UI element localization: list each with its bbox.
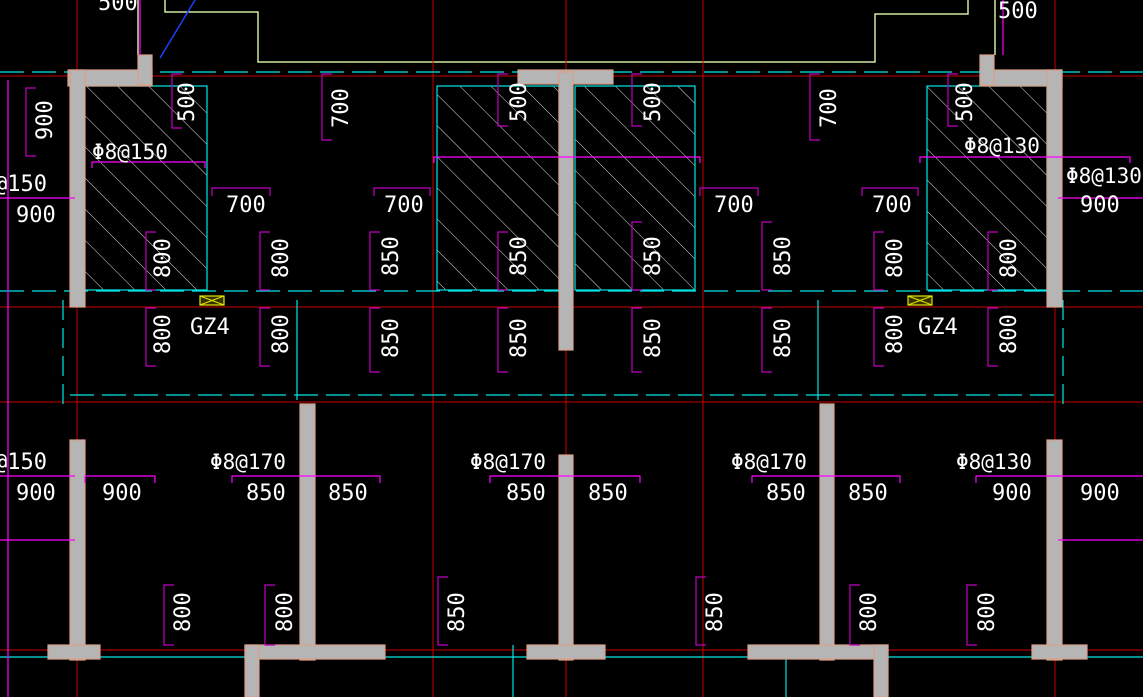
rebar-label: Φ8@130: [956, 450, 1032, 474]
v-dim: 500: [641, 82, 666, 122]
v-dim: 500: [175, 82, 200, 122]
v-dim: 800: [997, 314, 1022, 354]
v-dim: 850: [641, 318, 666, 358]
v-dim: 850: [379, 236, 404, 276]
v-dim-brackets: [25, 73, 998, 646]
v-dim: 700: [329, 88, 354, 128]
rebar-label: Φ8@170: [731, 450, 807, 474]
v-dim: 850: [445, 592, 470, 632]
v-dim: 800: [151, 238, 176, 278]
left-label-e: 900: [16, 481, 56, 506]
rebar-labels: Φ8@150 Φ8@130 Φ8@130 Φ8@170 Φ8@170 Φ8@17…: [92, 134, 1142, 474]
h-dim: 850: [246, 481, 286, 506]
v-dim-texts: 500 700 500 500 700 500 900 800 800 850 …: [33, 82, 1022, 632]
v-dim: 850: [703, 592, 728, 632]
v-dim: 850: [507, 318, 532, 358]
v-dim: 800: [975, 592, 1000, 632]
h-dim: 700: [872, 193, 912, 218]
v-dim: 500: [507, 82, 532, 122]
column-label-left: GZ4: [190, 315, 230, 340]
h-dim: 900: [1080, 481, 1120, 506]
h-dim: 850: [848, 481, 888, 506]
v-dim: 800: [269, 238, 294, 278]
top-label-right: 500: [998, 0, 1038, 24]
h-dim: 850: [328, 481, 368, 506]
v-dim: 850: [771, 236, 796, 276]
h-dim: 850: [506, 481, 546, 506]
h-dim: 900: [992, 481, 1032, 506]
h-dim-texts: 900 700 700 700 700 900 850 850 850 850 …: [102, 193, 1120, 506]
v-dim: 900: [33, 100, 58, 140]
h-dim: 900: [1080, 193, 1120, 218]
v-dim: 800: [273, 592, 298, 632]
v-dim: 800: [883, 314, 908, 354]
column-right[interactable]: GZ4: [907, 295, 958, 340]
v-dim: 700: [817, 88, 842, 128]
v-dim: 800: [883, 238, 908, 278]
rebar-label: Φ8@150: [92, 140, 168, 164]
top-label-left: 500: [98, 0, 138, 16]
h-dim: 850: [766, 481, 806, 506]
walls: [47, 54, 1088, 697]
v-dim: 800: [997, 238, 1022, 278]
column-left[interactable]: GZ4: [190, 295, 230, 340]
h-dim: 850: [588, 481, 628, 506]
h-dim-brackets: [211, 187, 919, 196]
h-dim: 900: [102, 481, 142, 506]
h-dim: 700: [226, 193, 266, 218]
v-dim: 800: [151, 314, 176, 354]
rebar-label: Φ8@130: [964, 134, 1040, 158]
h-dim: 700: [714, 193, 754, 218]
v-dim: 850: [379, 318, 404, 358]
rebar-label: Φ8@170: [210, 450, 286, 474]
left-label-c: 900: [16, 203, 56, 228]
v-dim: 800: [269, 314, 294, 354]
v-dim: 850: [771, 318, 796, 358]
column-label-right: GZ4: [918, 315, 958, 340]
left-label-b: @150: [0, 172, 47, 197]
v-dim: 850: [507, 236, 532, 276]
v-dim: 850: [641, 236, 666, 276]
blue-reference-line: [159, 0, 196, 59]
v-dim: 500: [953, 82, 978, 122]
rebar-label: Φ8@170: [470, 450, 546, 474]
h-dim: 700: [384, 193, 424, 218]
rebar-label: Φ8@130: [1066, 164, 1142, 188]
left-label-d: @150: [0, 450, 47, 475]
v-dim: 800: [171, 592, 196, 632]
v-dim: 800: [857, 592, 882, 632]
